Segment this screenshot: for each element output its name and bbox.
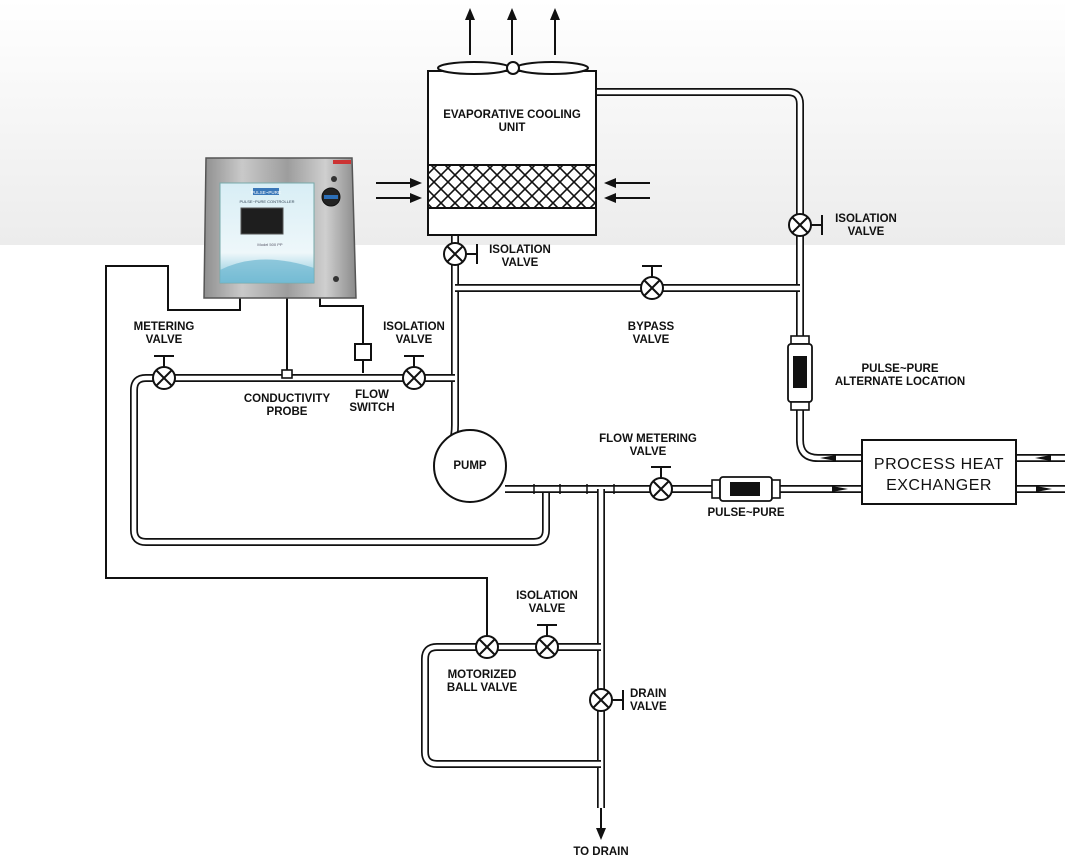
pulse-pure-label: PULSE~PURE <box>707 507 784 519</box>
flow-switch-body <box>354 343 372 361</box>
pulse-pure-alternate: PULSE~PURE ALTERNATE LOCATION <box>787 335 965 411</box>
drain-valve-label-2: VALVE <box>630 701 667 713</box>
metering-valve: METERING VALVE <box>134 321 195 390</box>
isolation-valve-right: ISOLATION VALVE <box>788 213 897 238</box>
isolation-valve-bottom-label-1: ISOLATION <box>516 590 578 602</box>
isolation-valve-left-label-1: ISOLATION <box>383 321 445 333</box>
pump: PUMP <box>433 429 507 503</box>
isolation-valve-right-label-2: VALVE <box>848 226 885 238</box>
controller-screen <box>240 207 284 235</box>
control-wiring: CONDUCTIVITY PROBE FLOW SWITCH <box>105 265 488 636</box>
exhaust-arrows <box>465 8 560 55</box>
process-heat-exchanger: PROCESS HEAT EXCHANGER <box>861 439 1017 505</box>
motorized-ball-valve: MOTORIZED BALL VALVE <box>447 635 518 694</box>
flow-arrows-phx <box>820 455 1052 492</box>
conductivity-probe-body <box>281 369 293 379</box>
controller-brand-badge <box>253 188 279 195</box>
controller-panel-text: PULSE~PURE CONTROLLER <box>239 199 294 204</box>
bypass-valve-label-1: BYPASS <box>628 321 675 333</box>
isolation-valve-bottom-label-2: VALVE <box>529 603 566 615</box>
controller-cabinet: PULSE~PURE PULSE~PURE CONTROLLER Model 5… <box>203 157 357 299</box>
metering-valve-label-2: VALVE <box>146 334 183 346</box>
isolation-valve-left-label-2: VALVE <box>396 334 433 346</box>
phx-label-2: EXCHANGER <box>886 477 992 494</box>
pipe-tees <box>533 484 615 494</box>
isolation-valve-top: ISOLATION VALVE <box>443 242 551 269</box>
flow-switch-label-1: FLOW <box>355 389 389 401</box>
isolation-valve-top-label-1: ISOLATION <box>489 244 551 256</box>
isolation-valve-top-label-2: VALVE <box>502 257 539 269</box>
flow-switch-label-2: SWITCH <box>349 402 394 414</box>
cooling-unit-label-2: UNIT <box>499 122 526 134</box>
air-inlet-arrows <box>376 178 650 203</box>
flow-metering-valve-label-2: VALVE <box>630 446 667 458</box>
cooling-unit-label-1: EVAPORATIVE COOLING <box>443 109 581 121</box>
bypass-valve-label-2: VALVE <box>633 334 670 346</box>
isolation-valve-bottom: ISOLATION VALVE <box>516 590 578 659</box>
pulse-pure-alt-label-1: PULSE~PURE <box>861 363 938 375</box>
phx-label-1: PROCESS HEAT <box>874 456 1004 473</box>
to-drain-label: TO DRAIN <box>573 846 628 858</box>
conductivity-probe-label-1: CONDUCTIVITY <box>244 393 331 405</box>
drain-valve: DRAIN VALVE <box>589 688 667 713</box>
bypass-valve: BYPASS VALVE <box>628 265 675 346</box>
isolation-valve-left: ISOLATION VALVE <box>383 321 445 390</box>
motorized-ball-valve-label-2: BALL VALVE <box>447 682 518 694</box>
conductivity-probe-label-2: PROBE <box>267 406 308 418</box>
metering-valve-label-1: METERING <box>134 321 195 333</box>
flow-metering-valve: FLOW METERING VALVE <box>599 433 697 501</box>
flow-metering-valve-label-1: FLOW METERING <box>599 433 697 445</box>
evaporative-cooling-unit: EVAPORATIVE COOLING UNIT <box>427 61 597 236</box>
pulse-pure-inline: PULSE~PURE <box>707 476 785 519</box>
motorized-ball-valve-label-1: MOTORIZED <box>448 669 517 681</box>
isolation-valve-right-label-1: ISOLATION <box>835 213 897 225</box>
drain-valve-label-1: DRAIN <box>630 688 666 700</box>
pulse-pure-alt-label-2: ALTERNATE LOCATION <box>835 376 965 388</box>
controller-brand-text: PULSE~PURE <box>251 190 281 195</box>
pump-label: PUMP <box>453 460 487 472</box>
to-drain: TO DRAIN <box>573 808 629 858</box>
controller-footer-text: Model 500 PP <box>257 242 282 247</box>
